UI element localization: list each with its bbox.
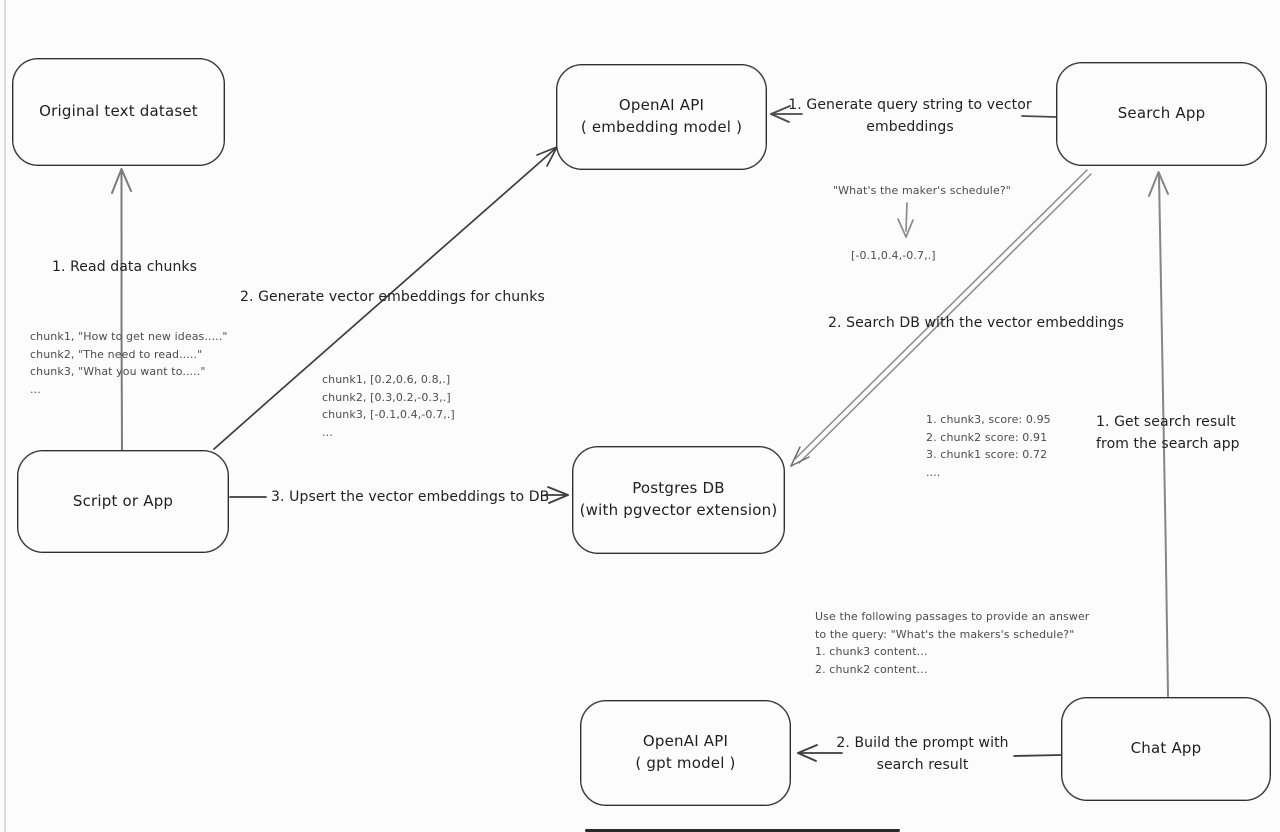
node-postgres-db: Postgres DB (with pgvector extension) — [572, 446, 785, 554]
edge-label-query-to-vector: 1. Generate query string to vector embed… — [788, 97, 1032, 135]
annotation-prompt-sample: Use the following passages to provide an… — [815, 610, 1090, 676]
node-openai-embedding-label: OpenAI API ( embedding model ) — [580, 96, 743, 136]
node-search-app: Search App — [1056, 62, 1267, 166]
arrow-generate-embeddings — [213, 146, 558, 450]
edge-label-build-prompt: 2. Build the prompt with search result — [836, 735, 1009, 773]
node-original-text-dataset-label: Original text dataset — [39, 102, 198, 121]
node-chat-app-label: Chat App — [1130, 739, 1202, 758]
node-script-or-app: Script or App — [17, 450, 229, 553]
edge-label-read-chunks: 1. Read data chunks — [52, 259, 198, 275]
edge-label-upsert-embeddings: 3. Upsert the vector embeddings to DB — [271, 489, 550, 505]
bottom-edge-bar — [585, 829, 900, 832]
annotation-chunks-sample: chunk1, "How to get new ideas....." chun… — [30, 330, 228, 396]
annotation-query-text: "What's the maker's schedule?" — [833, 184, 1011, 197]
node-openai-gpt-label: OpenAI API ( gpt model ) — [635, 732, 736, 772]
annotation-scores-sample: 1. chunk3, score: 0.95 2. chunk2 score: … — [926, 413, 1051, 479]
node-search-app-label: Search App — [1117, 104, 1206, 123]
node-openai-gpt: OpenAI API ( gpt model ) — [580, 700, 791, 806]
arrow-upsert-embeddings — [229, 486, 569, 504]
node-postgres-db-label: Postgres DB (with pgvector extension) — [579, 479, 778, 519]
edge-label-get-search-result: 1. Get search result from the search app — [1096, 414, 1240, 452]
node-original-text-dataset: Original text dataset — [12, 58, 225, 166]
node-chat-app: Chat App — [1061, 697, 1271, 801]
arrow-read-data-chunks — [111, 168, 132, 452]
arrow-build-prompt — [797, 744, 1062, 762]
arrow-search-db — [790, 169, 1092, 467]
arrow-query-down — [897, 202, 914, 238]
edge-label-generate-embeddings: 2. Generate vector embeddings for chunks — [240, 289, 545, 305]
arrow-get-search-result — [1148, 171, 1169, 697]
node-openai-embedding: OpenAI API ( embedding model ) — [556, 64, 767, 170]
annotation-vectors-sample: chunk1, [0.2,0.6, 0.8,.] chunk2, [0.3,0.… — [322, 373, 455, 439]
node-script-or-app-label: Script or App — [72, 491, 174, 510]
arrow-query-to-vector — [770, 105, 1057, 123]
canvas-edge-line — [4, 0, 6, 832]
edge-label-search-db: 2. Search DB with the vector embeddings — [828, 315, 1124, 331]
annotation-query-vector: [-0.1,0.4,-0.7,.] — [851, 249, 936, 262]
